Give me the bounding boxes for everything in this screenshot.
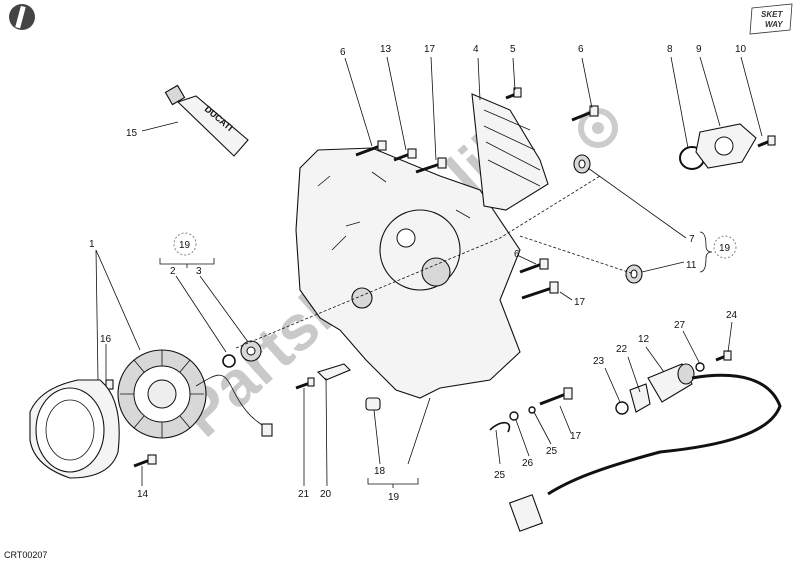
bolt-part-5 xyxy=(505,87,522,100)
label-24: 24 xyxy=(726,310,738,321)
label-17c: 17 xyxy=(570,431,582,442)
label-10: 10 xyxy=(735,44,747,55)
inspection-plate-part xyxy=(471,93,549,211)
label-1: 1 xyxy=(89,239,95,250)
label-5: 5 xyxy=(510,44,516,55)
logo-text-bottom: WAY xyxy=(765,20,783,29)
label-6a: 6 xyxy=(340,47,346,58)
bearing-part-3 xyxy=(240,340,262,362)
corner-mark-icon xyxy=(9,4,35,30)
diagram-code: CRT00207 xyxy=(4,550,47,560)
label-2: 2 xyxy=(170,266,176,277)
label-25a: 25 xyxy=(546,446,558,457)
bolt-part-17c xyxy=(539,387,573,406)
label-21: 21 xyxy=(298,489,310,500)
label-25b: 25 xyxy=(494,470,506,481)
label-26: 26 xyxy=(522,458,534,469)
label-11: 11 xyxy=(686,260,697,271)
bolt-part-6a xyxy=(355,140,387,157)
washer-part-25b xyxy=(528,406,536,414)
label-18: 18 xyxy=(374,466,386,477)
circlip-part-23 xyxy=(615,401,629,415)
label-17b: 17 xyxy=(574,297,586,308)
label-9: 9 xyxy=(696,44,702,55)
label-22: 22 xyxy=(616,344,628,355)
flange-part-9 xyxy=(695,123,757,169)
label-6b: 6 xyxy=(578,44,584,55)
label-15: 15 xyxy=(126,128,138,139)
label-23: 23 xyxy=(593,356,605,367)
bearing-part-2 xyxy=(222,354,236,368)
generator-cover-part xyxy=(295,147,521,399)
washer-part-27 xyxy=(695,362,705,372)
pickup-sensor-part xyxy=(508,363,782,532)
grease-tube-part: DUCATI xyxy=(164,84,249,157)
bolt-part-6c xyxy=(519,258,549,274)
label-19c: 19 xyxy=(388,492,400,503)
washer-part-26 xyxy=(509,411,519,421)
rotor-part xyxy=(29,379,120,479)
bolt-part-10 xyxy=(757,135,776,148)
bolt-part-21 xyxy=(295,377,315,390)
label-19a: 19 xyxy=(179,240,191,251)
label-13: 13 xyxy=(380,44,392,55)
bolt-part-17a xyxy=(415,157,447,174)
bolt-part-17b xyxy=(521,281,559,300)
dowel-part-18 xyxy=(365,397,381,411)
label-14: 14 xyxy=(137,489,149,500)
bolt-part-14 xyxy=(133,454,157,468)
logo-text-top: SKET xyxy=(761,10,783,19)
label-8: 8 xyxy=(667,44,673,55)
label-27: 27 xyxy=(674,320,686,331)
label-20: 20 xyxy=(320,489,332,500)
label-4: 4 xyxy=(473,44,479,55)
stator-part xyxy=(117,349,273,439)
label-19b: 19 xyxy=(719,243,731,254)
bolt-part-13 xyxy=(393,148,417,162)
label-16: 16 xyxy=(100,334,112,345)
bolt-part-6b xyxy=(571,105,599,122)
part-labels: 1 2 3 4 5 6 6 6 7 8 9 10 11 12 13 14 15 … xyxy=(89,44,747,503)
label-12: 12 xyxy=(638,334,650,345)
leader-lines xyxy=(95,56,763,488)
label-3: 3 xyxy=(196,266,202,277)
spring-clip-part-25a xyxy=(489,421,511,433)
brand-logo: SKET WAY xyxy=(749,3,793,35)
label-6c: 6 xyxy=(514,249,520,260)
label-17a: 17 xyxy=(424,44,436,55)
label-7: 7 xyxy=(689,234,695,245)
bolt-part-24 xyxy=(715,350,732,362)
seal-part-7 xyxy=(573,154,591,174)
clip-part-20 xyxy=(316,363,351,381)
